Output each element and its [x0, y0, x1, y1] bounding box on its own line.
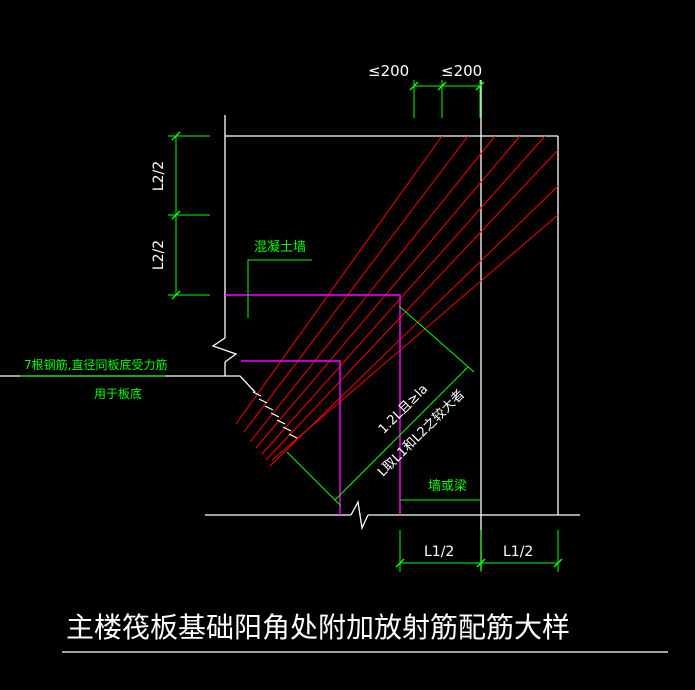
radial-rebar: [265, 149, 559, 461]
arrow-tick: [553, 558, 563, 568]
text-labels: ≤200 ≤200 L2/2 L2/2 混凝土墙 7根钢筋,直径同板底受力筋 用…: [24, 62, 570, 644]
rebar-ticks: [252, 391, 298, 439]
radial-rebar: [249, 135, 496, 443]
wall-inner-line: [225, 294, 401, 515]
tick: [264, 405, 274, 411]
arrow-tick: [476, 558, 486, 568]
dimension-arrows: [171, 81, 563, 568]
dim-l2-lower-label: L2/2: [151, 240, 167, 270]
arrow-tick: [171, 131, 181, 141]
rebar-note-line2: 用于板底: [94, 386, 142, 401]
left-break-symbol: [211, 337, 238, 363]
dimension-lines: [20, 80, 559, 572]
radial-rebar: [269, 185, 559, 467]
tick: [288, 433, 298, 439]
tick: [270, 412, 280, 418]
radial-rebar: [261, 135, 546, 455]
bottom-break-symbol: [350, 499, 369, 531]
tick: [252, 391, 262, 397]
dim-l1-right-label: L1/2: [503, 544, 533, 560]
dim-line: [334, 366, 469, 501]
drawing-title: 主楼筏板基础阳角处附加放射筋配筋大样: [66, 611, 570, 644]
radial-rebar: [235, 135, 443, 425]
dim-line: [286, 451, 342, 507]
arrow-tick: [171, 290, 181, 300]
wall-outer-line: [241, 360, 341, 515]
dim-l2-upper-label: L2/2: [151, 161, 167, 191]
arrow-tick: [395, 558, 405, 568]
tick: [282, 426, 292, 432]
dim-top-left-label: ≤200: [368, 62, 409, 80]
arrow-tick: [409, 81, 419, 91]
dim-l1-left-label: L1/2: [424, 544, 454, 560]
arrow-tick: [437, 81, 447, 91]
radial-rebar: [271, 214, 559, 461]
radial-rebar: [243, 135, 469, 433]
tick: [276, 419, 286, 425]
arrow-tick: [475, 81, 485, 91]
radial-rebars: [235, 135, 559, 467]
dim-line: [398, 305, 475, 373]
arrow-tick: [171, 210, 181, 220]
leader-line: [247, 259, 312, 318]
dim-top-right-label: ≤200: [441, 62, 482, 80]
rebar-note-line1: 7根钢筋,直径同板底受力筋: [24, 357, 167, 372]
wall-beam-lines: [225, 294, 401, 515]
radial-rebar: [255, 135, 521, 449]
wall-or-beam-label: 墙或梁: [428, 479, 467, 494]
tick: [258, 398, 268, 404]
concrete-wall-label: 混凝土墙: [254, 239, 306, 255]
